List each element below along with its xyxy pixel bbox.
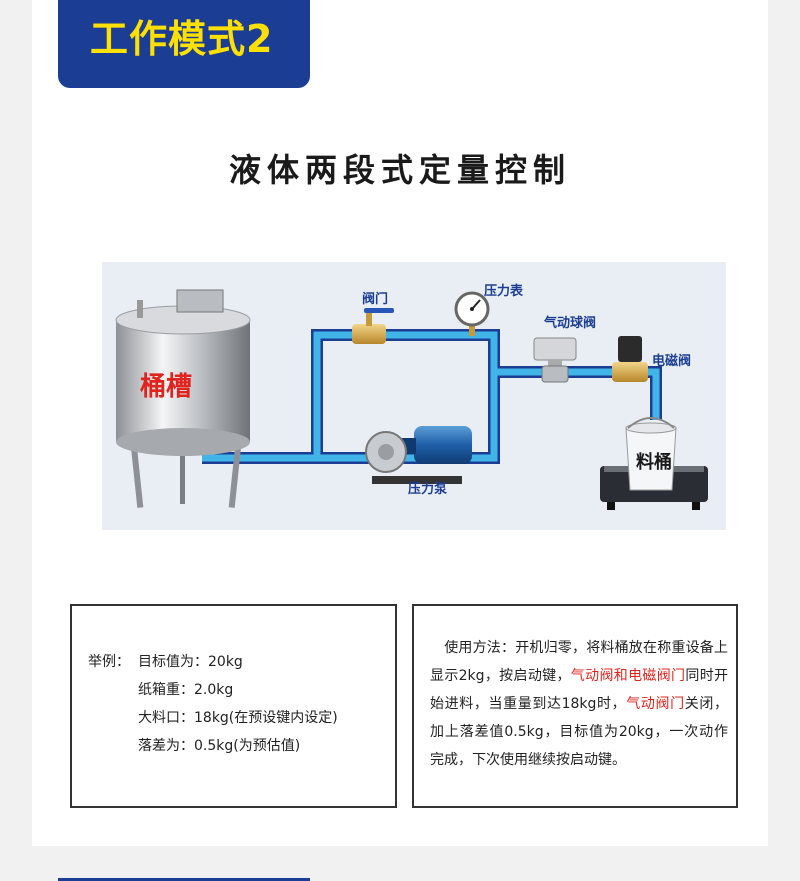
pneumatic-ball-valve-icon: [533, 337, 577, 383]
pressure-gauge-label: 压力表: [484, 284, 524, 299]
example-row-value: 20kg: [208, 654, 243, 670]
example-row-label: 落差为：: [138, 738, 194, 754]
tank-label: 桶槽: [140, 372, 193, 402]
example-prefix: 举例：: [88, 654, 130, 670]
mode-tab: 工作模式2: [58, 0, 310, 88]
example-row: 大料口：18kg(在预设键内设定): [138, 708, 338, 728]
next-section-tab: [58, 878, 310, 881]
usage-highlight-valves: 气动阀和电磁阀门: [570, 668, 686, 684]
usage-highlight-pneumatic: 气动阀门: [626, 696, 685, 712]
usage-text-2: 同时开始进料，当重量到达18kg时，: [430, 668, 729, 712]
example-row: 落差为：0.5kg(为预估值): [138, 736, 300, 756]
valve-label: 阀门: [362, 292, 389, 307]
example-row-value: 18kg(在预设键内设定): [194, 710, 338, 726]
usage-text: 使用方法：开机归零，将料桶放在称重设备上显示2kg，按启动键，气动阀和电磁阀门同…: [430, 634, 728, 774]
example-row-value: 2.0kg: [194, 682, 234, 698]
mode-label: 工作模式2: [90, 17, 274, 61]
usage-text-3: 关闭，加上落差值0.5kg，目标值为20kg，一次动作完成，下次使用继续按启动键…: [430, 696, 729, 768]
page-title: 液体两段式定量控制: [228, 151, 571, 189]
diagram-graphic: [115, 289, 708, 510]
bucket-label: 料桶: [636, 452, 672, 473]
example-row-label: 纸箱重：: [138, 682, 194, 698]
usage-text-1: 使用方法：开机归零，将料桶放在称重设备上显示2kg，按启动键，: [430, 640, 729, 684]
process-diagram: 桶槽 料桶 阀门 压力表 气动球阀 电磁阀 压力泵: [102, 262, 726, 530]
solenoid-valve-label: 电磁阀: [652, 354, 692, 369]
bucket-icon: [625, 417, 677, 491]
tank-icon: [115, 289, 251, 508]
example-row-label: 目标值为：: [138, 654, 208, 670]
example-row-value: 0.5kg(为预估值): [194, 738, 301, 754]
pressure-gauge-icon: [454, 291, 490, 336]
pressure-pump-label: 压力泵: [408, 482, 448, 497]
example-row: 纸箱重：2.0kg: [138, 680, 233, 700]
example-row: 目标值为：20kg: [138, 652, 243, 672]
pneumatic-ball-valve-label: 气动球阀: [544, 316, 597, 331]
solenoid-valve-icon: [612, 336, 648, 382]
example-row-label: 大料口：: [138, 710, 194, 726]
usage-box: 使用方法：开机归零，将料桶放在称重设备上显示2kg，按启动键，气动阀和电磁阀门同…: [412, 604, 738, 808]
example-box: 举例： 目标值为：20kg 纸箱重：2.0kg 大料口：18kg(在预设键内设定…: [70, 604, 397, 808]
valve-icon: [352, 308, 394, 344]
pressure-pump-icon: [365, 426, 472, 484]
